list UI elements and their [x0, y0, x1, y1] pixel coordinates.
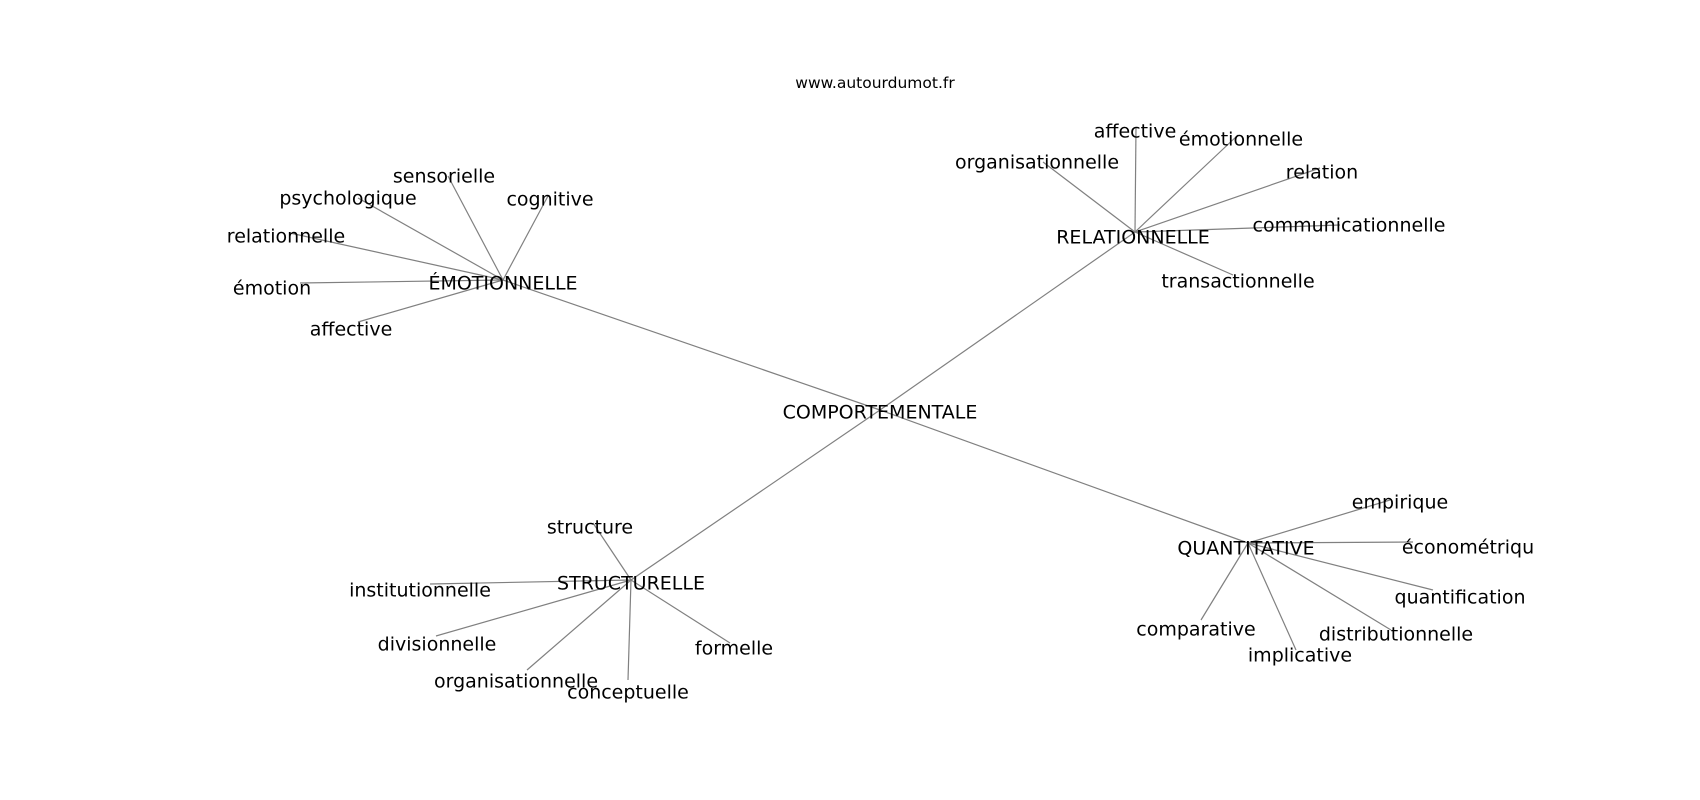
- leaf-node-relationnelle-4[interactable]: communicationnelle: [1253, 215, 1446, 237]
- hub-node-emotionnelle[interactable]: ÉMOTIONNELLE: [428, 272, 577, 295]
- leaf-node-relationnelle-1[interactable]: émotionnelle: [1179, 129, 1303, 151]
- leaf-node-relationnelle-5[interactable]: transactionnelle: [1161, 271, 1314, 293]
- edge-root-relationnelle: [879, 231, 1136, 411]
- edge-relationnelle-leaf-0: [1134, 126, 1137, 233]
- edge-quantitative-leaf-0: [1247, 499, 1391, 544]
- hub-node-quantitative[interactable]: QUANTITATIVE: [1177, 538, 1314, 560]
- leaf-node-relationnelle-2[interactable]: organisationnelle: [955, 152, 1119, 174]
- edge-relationnelle-leaf-4: [1134, 224, 1341, 233]
- edge-root-structurelle: [630, 409, 881, 581]
- edge-structurelle-leaf-5: [630, 579, 731, 644]
- edge-emotionnelle-leaf-0: [447, 175, 504, 281]
- edge-relationnelle-leaf-2: [1042, 161, 1136, 233]
- edge-emotionnelle-leaf-5: [357, 279, 504, 323]
- edge-emotionnelle-leaf-4: [299, 279, 504, 284]
- edge-quantitative-leaf-3: [1200, 542, 1249, 621]
- hub-node-structurelle[interactable]: STRUCTURELLE: [557, 573, 705, 595]
- root-node-label[interactable]: COMPORTEMENTALE: [783, 402, 978, 424]
- leaf-node-emotionnelle-5[interactable]: affective: [310, 319, 393, 341]
- edge-emotionnelle-leaf-3: [289, 232, 504, 281]
- edge-quantitative-leaf-2: [1247, 542, 1434, 591]
- leaf-node-structurelle-1[interactable]: institutionnelle: [349, 580, 491, 602]
- leaf-node-quantitative-4[interactable]: distributionnelle: [1319, 624, 1473, 646]
- edge-relationnelle-leaf-1: [1134, 134, 1239, 233]
- leaf-node-quantitative-0[interactable]: empirique: [1352, 492, 1448, 514]
- hub-node-relationnelle[interactable]: RELATIONNELLE: [1056, 227, 1210, 249]
- leaf-node-emotionnelle-3[interactable]: relationnelle: [227, 226, 345, 248]
- edge-emotionnelle-leaf-1: [357, 197, 504, 281]
- site-watermark[interactable]: www.autourdumot.fr: [795, 74, 955, 92]
- edge-relationnelle-leaf-5: [1134, 231, 1234, 276]
- leaf-node-quantitative-3[interactable]: comparative: [1136, 619, 1255, 641]
- leaf-node-emotionnelle-4[interactable]: émotion: [233, 278, 311, 300]
- leaf-node-structurelle-3[interactable]: organisationnelle: [434, 671, 598, 693]
- edges-layer: [289, 126, 1434, 681]
- edge-relationnelle-leaf-3: [1134, 167, 1321, 233]
- edge-structurelle-leaf-4: [627, 579, 632, 681]
- edge-quantitative-leaf-4: [1247, 542, 1392, 631]
- leaf-node-structurelle-5[interactable]: formelle: [695, 638, 773, 660]
- leaf-node-structurelle-2[interactable]: divisionnelle: [378, 634, 497, 656]
- leaf-node-quantitative-2[interactable]: quantification: [1395, 587, 1526, 609]
- edge-structurelle-leaf-1: [429, 579, 632, 585]
- labels-layer: www.autourdumot.fr COMPORTEMENTALE ÉMOTIO…: [227, 74, 1534, 704]
- leaf-node-quantitative-5[interactable]: implicative: [1248, 645, 1352, 667]
- edge-structurelle-leaf-0: [592, 522, 632, 581]
- edge-structurelle-leaf-3: [526, 579, 632, 671]
- leaf-node-structurelle-4[interactable]: conceptuelle: [567, 682, 689, 704]
- leaf-node-relationnelle-0[interactable]: affective: [1094, 121, 1177, 143]
- leaf-node-structurelle-0[interactable]: structure: [547, 517, 633, 539]
- edge-root-emotionnelle: [502, 279, 881, 411]
- leaf-node-emotionnelle-1[interactable]: psychologique: [279, 188, 416, 210]
- edge-structurelle-leaf-2: [435, 579, 632, 637]
- leaf-node-relationnelle-3[interactable]: relation: [1286, 162, 1358, 184]
- edge-emotionnelle-leaf-2: [502, 195, 549, 281]
- leaf-node-quantitative-1[interactable]: économétriqu: [1402, 537, 1534, 559]
- edge-quantitative-leaf-5: [1247, 542, 1297, 651]
- leaf-node-emotionnelle-2[interactable]: cognitive: [506, 189, 593, 211]
- leaf-node-emotionnelle-0[interactable]: sensorielle: [393, 166, 495, 188]
- edge-quantitative-leaf-1: [1247, 541, 1414, 544]
- edge-root-quantitative: [879, 409, 1249, 544]
